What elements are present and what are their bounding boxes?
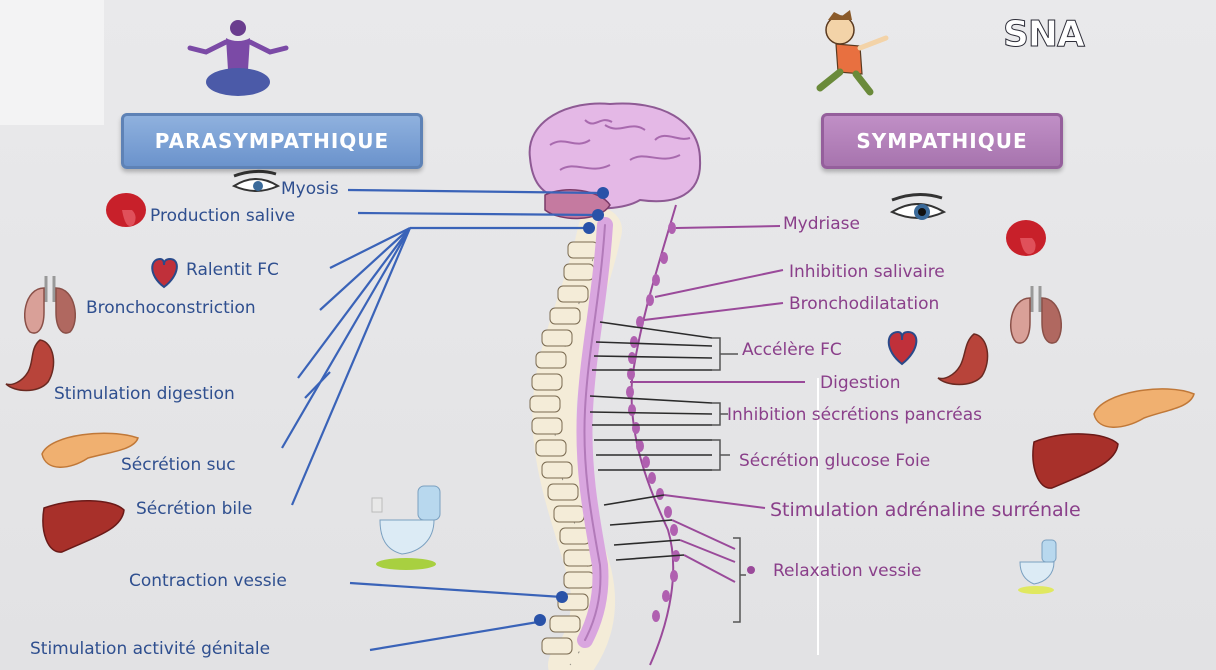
toilet-icon xyxy=(372,486,440,570)
label-digestion: Digestion xyxy=(820,373,900,393)
vertebra xyxy=(532,418,562,434)
label-digestion-stimulation: Stimulation digestion xyxy=(54,384,235,404)
vertebra xyxy=(564,572,594,588)
label-bladder-contraction: Contraction vessie xyxy=(129,571,287,591)
label-heart-acceleration: Accélère FC xyxy=(742,340,842,360)
bullet-dot xyxy=(747,566,755,574)
diagram-title: SNA xyxy=(1003,14,1084,55)
ganglion xyxy=(668,222,676,234)
ganglion xyxy=(648,472,656,484)
toilet-icon-sympathetic xyxy=(1018,540,1056,594)
rib-nerves xyxy=(590,322,712,560)
ganglion xyxy=(652,610,660,622)
heart-icon xyxy=(152,259,177,287)
sympathetic-chain xyxy=(626,205,680,665)
vertebra xyxy=(542,330,572,346)
vertebra xyxy=(558,286,588,302)
ganglion xyxy=(656,488,664,500)
ganglion xyxy=(660,252,668,264)
ganglion xyxy=(646,294,654,306)
rib-nerve xyxy=(596,342,712,346)
vertebra xyxy=(550,616,580,632)
stomach-icon-sympathetic xyxy=(938,334,988,385)
stomach-icon xyxy=(6,340,54,391)
vertebra xyxy=(542,462,572,478)
label-juice-secretion: Sécrétion suc xyxy=(121,455,236,475)
ganglion xyxy=(670,524,678,536)
liver-icon xyxy=(43,501,124,552)
ganglion xyxy=(628,352,636,364)
label-saliva-production: Production salive xyxy=(150,206,295,226)
pancreas-icon-sympathetic xyxy=(1094,389,1194,427)
tongue-icon-sympathetic xyxy=(1006,220,1046,256)
ganglion xyxy=(652,274,660,286)
vertebra xyxy=(530,396,560,412)
lungs-icon-sympathetic xyxy=(1011,286,1062,343)
label-bladder-relaxation: Relaxation vessie xyxy=(773,561,922,581)
label-myosis: Myosis xyxy=(281,179,339,199)
label-genital-stimulation: Stimulation activité génitale xyxy=(30,639,270,659)
ganglion xyxy=(632,422,640,434)
rib-nerve xyxy=(610,520,672,525)
label-heart-slowdown: Ralentit FC xyxy=(186,260,279,280)
vertebra xyxy=(532,374,562,390)
ganglion xyxy=(664,506,672,518)
ganglion xyxy=(626,386,634,398)
lungs-icon xyxy=(25,276,76,333)
ganglion xyxy=(636,316,644,328)
liver-icon-sympathetic xyxy=(1033,434,1118,488)
vertebra xyxy=(560,528,590,544)
vertebra xyxy=(550,308,580,324)
ganglion xyxy=(642,456,650,468)
label-liver-glucose: Sécrétion glucose Foie xyxy=(739,451,930,471)
label-mydriasis: Mydriase xyxy=(783,214,860,234)
ganglion xyxy=(628,404,636,416)
sympathetic-heading: SYMPATHIQUE xyxy=(821,113,1063,169)
label-bronchodilation: Bronchodilatation xyxy=(789,294,939,314)
vertebra xyxy=(548,484,578,500)
meditation-icon xyxy=(190,20,286,96)
rib-nerve xyxy=(590,412,712,414)
label-pancreas-inhibition: Inhibition sécrétions pancréas xyxy=(727,405,982,425)
ganglion xyxy=(670,570,678,582)
eye-icon-sympathetic xyxy=(892,194,944,220)
eye-icon xyxy=(234,171,278,191)
label-saliva-inhibition: Inhibition salivaire xyxy=(789,262,945,282)
label-adrenal-stimulation: Stimulation adrénaline surrénale xyxy=(770,500,1081,520)
rib-nerve xyxy=(594,356,712,358)
rib-nerve xyxy=(590,396,712,403)
ganglion xyxy=(636,440,644,452)
ganglion xyxy=(630,336,638,348)
brain xyxy=(530,103,700,218)
label-bronchoconstriction: Bronchoconstriction xyxy=(86,298,256,318)
running-person-icon xyxy=(820,10,886,92)
tongue-icon xyxy=(106,193,146,227)
vertebra xyxy=(542,638,572,654)
label-bile-secretion: Sécrétion bile xyxy=(136,499,252,519)
vertebra xyxy=(536,352,566,368)
vertebra xyxy=(568,242,598,258)
vertebra xyxy=(564,550,594,566)
vertebra xyxy=(536,440,566,456)
parasympathetic-heading: PARASYMPATHIQUE xyxy=(121,113,423,169)
vertebra xyxy=(554,506,584,522)
vertebra xyxy=(564,264,594,280)
ganglion xyxy=(662,590,670,602)
heart-icon-sympathetic xyxy=(889,332,917,364)
rib-nerve xyxy=(600,322,712,338)
